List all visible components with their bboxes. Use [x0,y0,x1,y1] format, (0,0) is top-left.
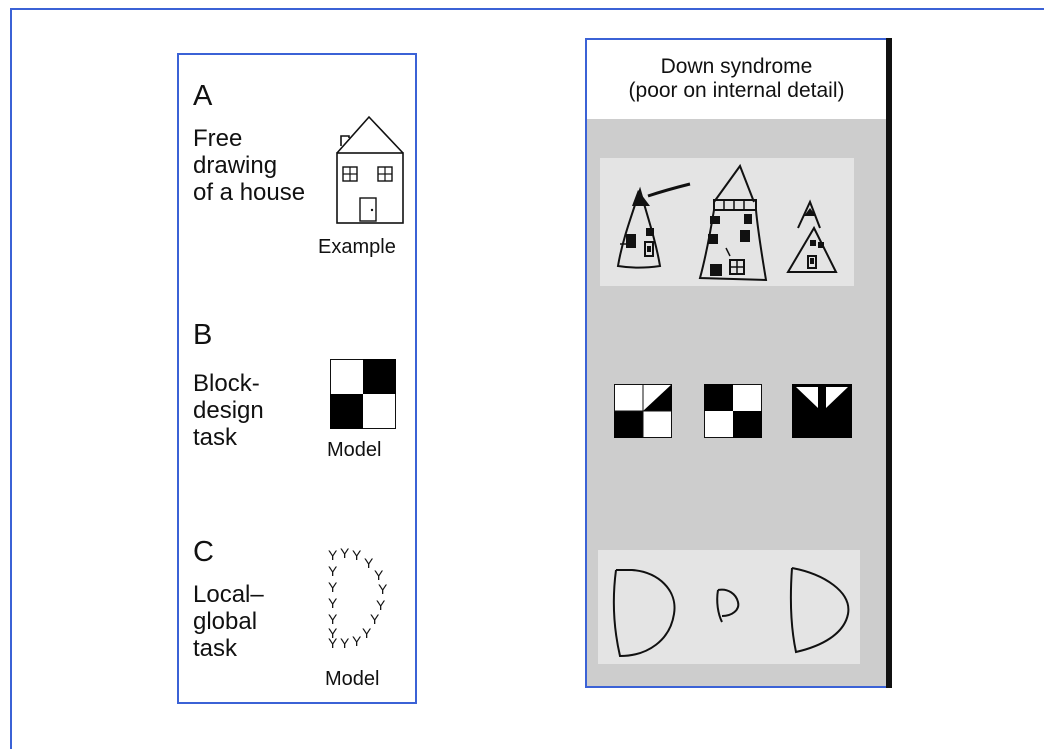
frame-left-border [10,8,12,749]
section-b-description: Block- design task [193,370,264,451]
local-letter-glyph: Y [378,581,388,597]
panel-subtitle: (poor on internal detail) [628,79,845,102]
letter-d-drawing-small [716,588,740,623]
local-letter-glyph: Y [374,567,384,583]
section-b-caption: Model [327,439,382,461]
panel-right-edge [886,38,892,688]
local-letter-glyph: Y [370,611,380,627]
local-letter-glyph: Y [340,545,350,561]
local-letter-glyph: Y [352,633,362,649]
panel-title: Down syndrome [660,55,813,78]
local-letter-glyph: Y [328,635,338,651]
local-letter-glyph: Y [328,563,338,579]
section-a-caption: Example [318,236,396,258]
local-letter-glyph: Y [328,547,338,563]
local-letter-glyph: Y [376,597,386,613]
section-c-letter: C [193,536,214,568]
block-response-diagonal [614,384,672,438]
local-letter-glyph: Y [364,555,374,571]
panel-header: Down syndrome (poor on internal detail) [587,40,886,119]
house-drawing-2 [698,163,768,282]
local-letter-glyph: Y [328,625,338,641]
section-c-description: Local– global task [193,581,264,662]
house-drawings-inset [600,158,854,286]
block-response-triangles [792,384,852,438]
letter-d-drawing-1 [612,569,676,658]
house-drawing-1 [616,182,691,269]
down-syndrome-panel: Down syndrome (poor on internal detail) [585,38,892,688]
section-c-caption: Model [325,668,380,690]
block-response-checkerboard [704,384,762,438]
house-example-icon [336,115,404,224]
local-letter-glyph: Y [352,547,362,563]
local-letter-glyph: Y [328,595,338,611]
section-a-letter: A [193,80,213,112]
house-drawing-3 [786,199,838,273]
letter-d-drawing-2 [789,567,850,654]
local-letter-glyph: Y [340,635,350,651]
local-global-inset [598,550,860,664]
task-panel: A Free drawing of a house Example B Bloc… [177,53,417,704]
section-b-letter: B [193,319,213,351]
local-letter-glyph: Y [328,611,338,627]
section-a-description: Free drawing of a house [193,125,306,206]
local-letter-glyph: Y [362,625,372,641]
frame-top-border [10,8,1044,10]
local-letter-glyph: Y [328,579,338,595]
block-design-model [330,359,396,429]
